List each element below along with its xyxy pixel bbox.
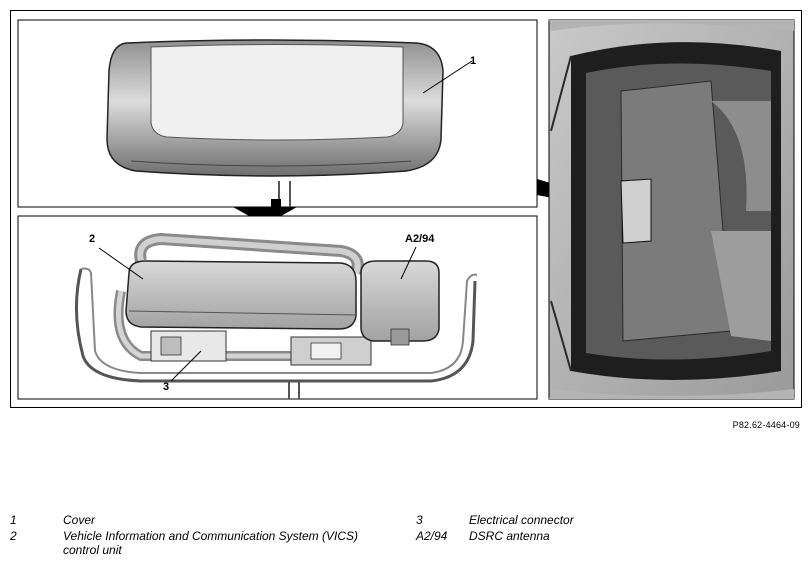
legend-item: 1 Cover: [10, 513, 373, 527]
leader-line-3: [170, 350, 202, 382]
legend-key: A2/94: [416, 529, 448, 543]
connector-shape: [150, 330, 372, 366]
antenna-shape: [360, 260, 440, 346]
legend-item: 3 Electrical connector: [416, 513, 779, 527]
callout-3: 3: [163, 381, 170, 393]
legend-key: 1: [10, 513, 17, 527]
callout-1: 1: [470, 55, 477, 67]
top-panel: [17, 19, 538, 208]
leader-line-1: [422, 60, 473, 94]
legend-description: Vehicle Information and Communication Sy…: [63, 529, 359, 557]
legend-description: Cover: [63, 513, 96, 527]
control-unit-shape: [125, 260, 357, 330]
down-arrow-icon: [233, 199, 297, 225]
legend-description: DSRC antenna: [469, 529, 550, 543]
legend-key: 2: [10, 529, 17, 543]
figure-frame: 1 2 3 A2/94: [10, 10, 802, 408]
figure-reference: P82.62-4464-09: [732, 420, 800, 430]
legend-item: 2 Vehicle Information and Communication …: [10, 529, 373, 557]
leader-line-a2-94: [400, 246, 417, 280]
bottom-panel: [17, 215, 538, 400]
leader-line-2: [98, 247, 144, 280]
callout-2: 2: [89, 233, 96, 245]
vehicle-view-panel: [548, 19, 795, 400]
legend-item: A2/94 DSRC antenna: [416, 529, 779, 543]
legend-description: Electrical connector: [469, 513, 574, 527]
cover-shape: [106, 39, 444, 177]
legend-key: 3: [416, 513, 423, 527]
callout-a2-94: A2/94: [405, 233, 435, 245]
diagram-drawing: [17, 19, 795, 400]
